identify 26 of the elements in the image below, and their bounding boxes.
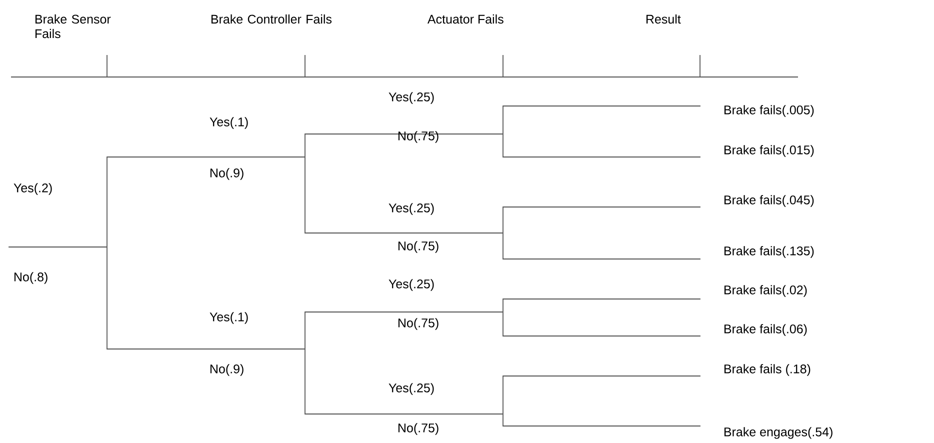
outcome-label: Brake fails(.015) [724, 145, 814, 157]
branch-label: Yes(.25) [388, 203, 434, 215]
branch-label: No(.9) [210, 168, 244, 180]
branch-label: Yes(.25) [388, 383, 434, 395]
branch-label: Yes(.2) [14, 183, 52, 195]
branch-label: No(.75) [398, 318, 438, 330]
branch-label: Yes(.25) [388, 279, 434, 291]
column-header: Brake Sensor Fails [35, 14, 111, 38]
branch-label: No(.75) [398, 241, 438, 253]
branch-label: Yes(.25) [388, 92, 434, 104]
outcome-label: Brake engages(.54) [724, 427, 832, 439]
branch-label: No(.75) [398, 423, 438, 435]
branch-label: No(.9) [210, 364, 244, 376]
branch-label: Yes(.1) [210, 117, 248, 129]
outcome-label: Brake fails (.18) [724, 364, 810, 376]
branch-label: No(.75) [398, 131, 438, 143]
branch-label: Yes(.1) [210, 312, 248, 324]
outcome-label: Brake fails(.06) [724, 324, 807, 336]
column-header: Actuator Fails [428, 14, 504, 24]
branch-label: No(.8) [14, 272, 48, 284]
outcome-label: Brake fails(.005) [724, 105, 814, 117]
column-header: Brake Controller Fails [211, 14, 332, 24]
outcome-label: Brake fails(.02) [724, 285, 807, 297]
column-header: Result [646, 14, 681, 24]
outcome-label: Brake fails(.135) [724, 246, 814, 258]
outcome-label: Brake fails(.045) [724, 195, 814, 207]
